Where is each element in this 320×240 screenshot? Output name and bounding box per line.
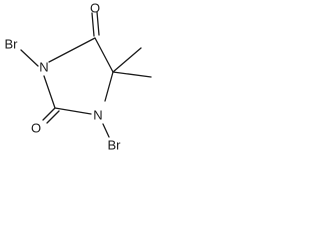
- bond-n3-br: [20, 49, 39, 67]
- atom-n-left: N: [39, 60, 48, 75]
- atom-o-top: O: [90, 1, 100, 16]
- bond-c2-o-double-a: [42, 107, 56, 121]
- bond-c4-o-double-a: [96, 11, 100, 36]
- bond-c5-c4: [94, 37, 114, 73]
- bond-n1-c5: [104, 71, 114, 102]
- atom-n-bottom: N: [93, 108, 102, 123]
- bond-c2-n1: [54, 107, 92, 115]
- bond-c5-methyl-right: [112, 71, 152, 78]
- dibromo-dimethylhydantoin-structure: O Br N O N Br: [5, 1, 152, 153]
- bond-c4-o-double-b: [91, 12, 95, 37]
- bond-c4-n3: [48, 37, 96, 63]
- bond-n3-c2: [43, 75, 56, 109]
- atom-br-left: Br: [5, 37, 19, 52]
- atom-o-bottom: O: [31, 121, 41, 136]
- atom-br-bottom: Br: [108, 138, 122, 153]
- bond-n1-br: [102, 123, 110, 138]
- bond-c2-o-double-b: [46, 110, 60, 124]
- bond-c5-methyl-up: [112, 47, 142, 73]
